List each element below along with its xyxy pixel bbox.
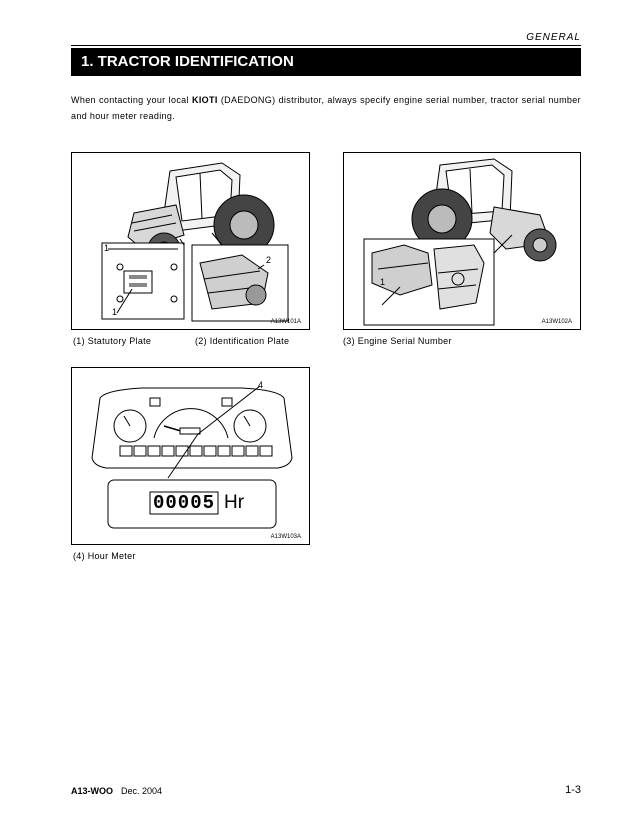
header-rule <box>71 45 581 46</box>
page-number: 1-3 <box>565 784 581 796</box>
instrument-panel-illustration <box>91 385 293 529</box>
caption-statutory-plate: (1) Statutory Plate <box>73 336 152 346</box>
figure-code: A13W101A <box>270 319 301 325</box>
figure-hour-meter: 4 00005 Hr A13W103A <box>71 367 310 545</box>
footer-date: Dec. 2004 <box>121 786 163 796</box>
figure-engine-serial: 1 A13W102A <box>343 152 581 330</box>
callout-4: 4 <box>258 380 264 390</box>
page-title: 1. TRACTOR IDENTIFICATION <box>71 48 581 76</box>
hour-meter-reading: 00005 <box>152 492 215 514</box>
intro-pre: When contacting your local <box>71 95 192 105</box>
section-label: GENERAL <box>526 32 581 43</box>
intro-brand: KIOTI <box>191 95 218 105</box>
callout-2: 2 <box>266 255 272 265</box>
callout-1-bottom: 1 <box>112 307 118 317</box>
hour-meter-unit: Hr <box>224 492 245 513</box>
figure-statutory-plate: 1 1 2 A13W101A <box>71 152 310 330</box>
caption-identification-plate: (2) Identification Plate <box>195 336 290 346</box>
tractor-left-illustration <box>101 162 289 322</box>
figure-code: A13W103A <box>270 534 301 540</box>
intro-paragraph: When contacting your local KIOTI (DAEDON… <box>71 92 581 124</box>
intro-post: (DAEDONG) distributor, always specify en… <box>71 95 581 121</box>
callout-1: 1 <box>380 277 386 287</box>
tractor-right-illustration <box>363 158 557 326</box>
figure-code: A13W102A <box>541 319 572 325</box>
caption-hour-meter: (4) Hour Meter <box>73 551 136 561</box>
footer-model: A13-WOO <box>71 786 114 796</box>
caption-engine-serial: (3) Engine Serial Number <box>343 336 452 346</box>
footer-left: A13-WOO Dec. 2004 <box>71 786 162 796</box>
callout-1: 1 <box>104 243 110 253</box>
